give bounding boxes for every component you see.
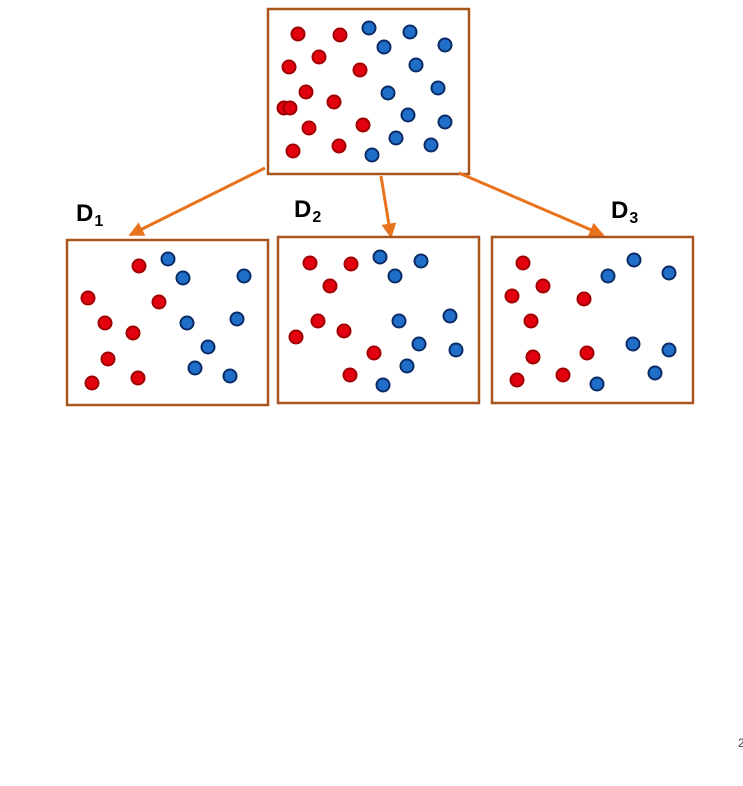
d1-red-point (151, 294, 167, 310)
parent-red-point (326, 94, 342, 110)
d2-blue-point (375, 377, 391, 393)
parent-red-point (301, 120, 317, 136)
d3-red-point (555, 367, 571, 383)
parent-blue-point (437, 114, 453, 130)
d2-red-point (366, 345, 382, 361)
d2-blue-point (391, 313, 407, 329)
d2-blue-point (399, 358, 415, 374)
d1-blue-point (200, 339, 216, 355)
d1-blue-point (236, 268, 252, 284)
parent-blue-point (364, 147, 380, 163)
d2-blue-point (372, 249, 388, 265)
parent-blue-point (361, 20, 377, 36)
label-d3: D3 (611, 199, 638, 227)
parent-red-point (285, 143, 301, 159)
page-number: 2 (738, 736, 743, 750)
d3-points (504, 252, 677, 392)
parent-red-point (290, 26, 306, 42)
d2-red-point (322, 278, 338, 294)
label-d2-letter: D (294, 196, 312, 223)
parent-red-point (352, 62, 368, 78)
arrow-to-d2 (379, 175, 397, 239)
label-d2: D2 (294, 198, 321, 226)
d1-blue-point (175, 270, 191, 286)
d2-red-point (342, 367, 358, 383)
d3-blue-point (661, 342, 677, 358)
d3-blue-point (647, 365, 663, 381)
d1-points (80, 251, 252, 391)
label-d1: D1 (76, 202, 103, 230)
parent-blue-point (380, 85, 396, 101)
parent-red-point (355, 117, 371, 133)
d3-red-point (509, 372, 525, 388)
parent-blue-point (437, 37, 453, 53)
d1-red-point (84, 375, 100, 391)
parent-blue-point (402, 24, 418, 40)
d3-red-point (535, 278, 551, 294)
d2-blue-point (411, 336, 427, 352)
d1-red-point (100, 351, 116, 367)
d3-red-point (579, 345, 595, 361)
d1-red-point (131, 258, 147, 274)
parent-red-point (331, 138, 347, 154)
label-d2-subscript: 2 (312, 209, 322, 226)
d1-blue-point (222, 368, 238, 384)
parent-red-point (282, 100, 298, 116)
d3-red-point (504, 288, 520, 304)
d3-blue-point (626, 252, 642, 268)
d2-red-point (336, 323, 352, 339)
label-d3-letter: D (611, 197, 629, 224)
d3-blue-point (661, 265, 677, 281)
parent-red-point (311, 49, 327, 65)
d3-red-point (525, 349, 541, 365)
d2-blue-point (442, 308, 458, 324)
d2-red-point (310, 313, 326, 329)
d1-blue-point (229, 311, 245, 327)
d2-red-point (302, 255, 318, 271)
label-d3-subscript: 3 (629, 210, 639, 227)
d2-red-point (288, 329, 304, 345)
d3-red-point (576, 291, 592, 307)
d3-red-point (515, 255, 531, 271)
arrow-to-d3 (458, 171, 605, 237)
parent-blue-point (423, 137, 439, 153)
parent-blue-point (388, 130, 404, 146)
d1-red-point (97, 315, 113, 331)
label-d1-letter: D (76, 200, 94, 227)
d2-points (288, 249, 464, 393)
d2-red-point (343, 256, 359, 272)
d3-red-point (523, 313, 539, 329)
parent-red-point (332, 27, 348, 43)
parent-blue-point (376, 39, 392, 55)
parent-red-point (298, 84, 314, 100)
d1-red-point (80, 290, 96, 306)
parent-blue-point (408, 57, 424, 73)
parent-blue-point (430, 80, 446, 96)
d1-red-point (130, 370, 146, 386)
parent-red-point (281, 59, 297, 75)
arrow-to-d1 (128, 166, 266, 237)
d2-blue-point (448, 342, 464, 358)
d3-blue-point (589, 376, 605, 392)
d1-blue-point (160, 251, 176, 267)
d3-blue-point (625, 336, 641, 352)
d1-blue-point (187, 360, 203, 376)
d1-blue-point (179, 315, 195, 331)
d3-blue-point (600, 268, 616, 284)
d2-blue-point (387, 268, 403, 284)
label-d1-subscript: 1 (94, 213, 104, 230)
d1-red-point (125, 325, 141, 341)
d2-blue-point (413, 253, 429, 269)
parent-dataset-points (276, 20, 453, 163)
parent-blue-point (400, 107, 416, 123)
